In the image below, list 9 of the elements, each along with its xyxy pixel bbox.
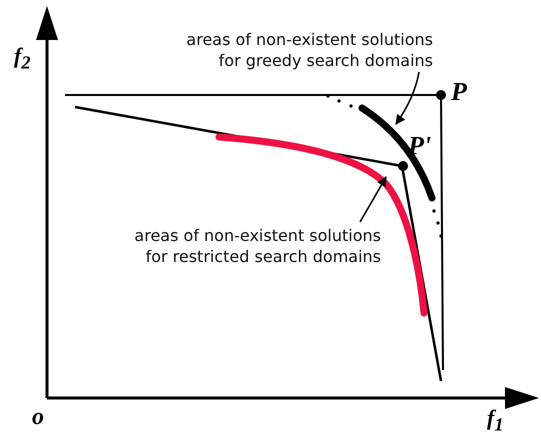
annotation-text: areas of non-existent solutions for greedy search domains xyxy=(178,29,433,71)
axis-label: f$_{2}$ xyxy=(14,45,30,72)
origin-label: o xyxy=(32,405,44,429)
leader-arrow xyxy=(359,176,387,222)
frontier-curve xyxy=(358,104,436,202)
leader-arrow xyxy=(395,72,420,125)
point-label: P xyxy=(451,79,467,105)
annotation-text: areas of non-existent solutions for restricted search domains xyxy=(126,225,381,267)
axis-label: f$_{1}$ xyxy=(487,407,504,434)
